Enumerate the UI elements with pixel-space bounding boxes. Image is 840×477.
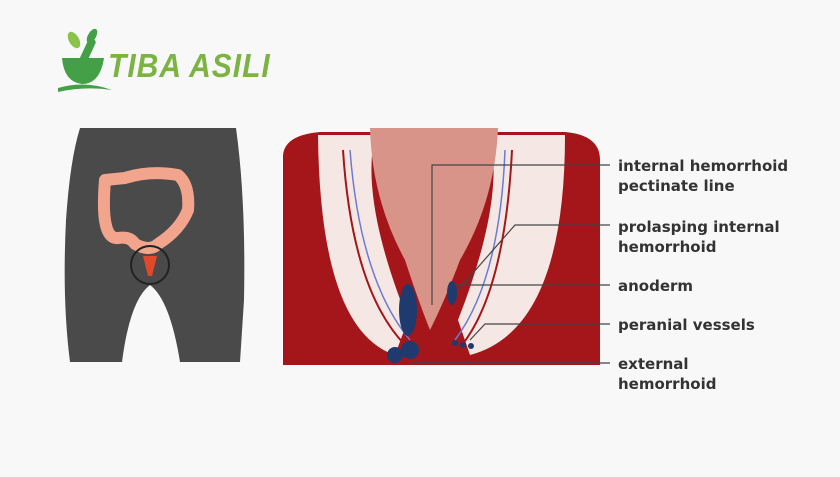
label-line: prolasping internal: [618, 218, 780, 236]
label-anoderm: anoderm: [618, 276, 693, 296]
label-line: external: [618, 355, 689, 373]
label-external-hemorrhoid: external hemorrhoid: [618, 354, 716, 394]
leader-lines: [412, 164, 610, 364]
label-line: hemorrhoid: [618, 238, 717, 256]
label-line: anoderm: [618, 277, 694, 295]
anal-canal-cross-section: [283, 128, 600, 365]
label-line: internal hemorrhoid: [618, 157, 789, 175]
label-prolapsing-internal-hemorrhoid: prolasping internal hemorrhoid: [618, 217, 780, 257]
label-internal-hemorrhoid: internal hemorrhoid pectinate line: [618, 156, 788, 196]
torso-silhouette: [64, 128, 245, 362]
mortar-pestle-logo-icon: [58, 28, 112, 92]
label-line: pectinate line: [618, 177, 735, 195]
label-line: peranial vessels: [618, 316, 755, 334]
logo-text: TIBA ASILI: [108, 48, 271, 85]
label-line: hemorrhoid: [618, 375, 717, 393]
label-peranial-vessels: peranial vessels: [618, 315, 755, 335]
